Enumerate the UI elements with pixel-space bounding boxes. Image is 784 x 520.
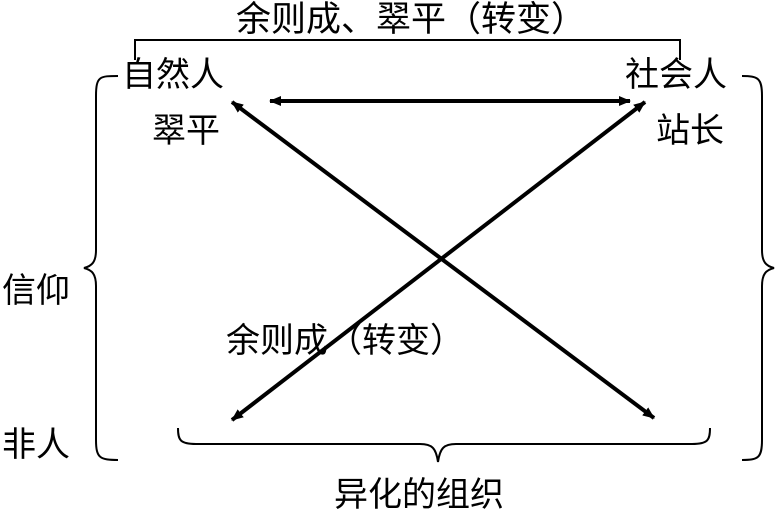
top-label: 余则成、翠平（转变） (236, 0, 587, 40)
natural-person-label: 自然人 (122, 55, 224, 95)
right-brace (741, 75, 775, 461)
social-person-name: 站长 (656, 111, 724, 151)
natural-person-name: 翠平 (152, 111, 220, 151)
non-human-label: 非人 (2, 425, 70, 465)
social-person-label: 社会人 (625, 55, 727, 95)
left-brace (83, 75, 119, 461)
belief-label: 信仰 (2, 271, 70, 311)
top-brace (134, 39, 681, 60)
bottom-label: 异化的组织 (334, 475, 504, 515)
arrow-bottom-right-to-natural (230, 100, 656, 420)
middle-label: 余则成（转变） (226, 321, 464, 361)
bottom-brace (177, 427, 711, 463)
